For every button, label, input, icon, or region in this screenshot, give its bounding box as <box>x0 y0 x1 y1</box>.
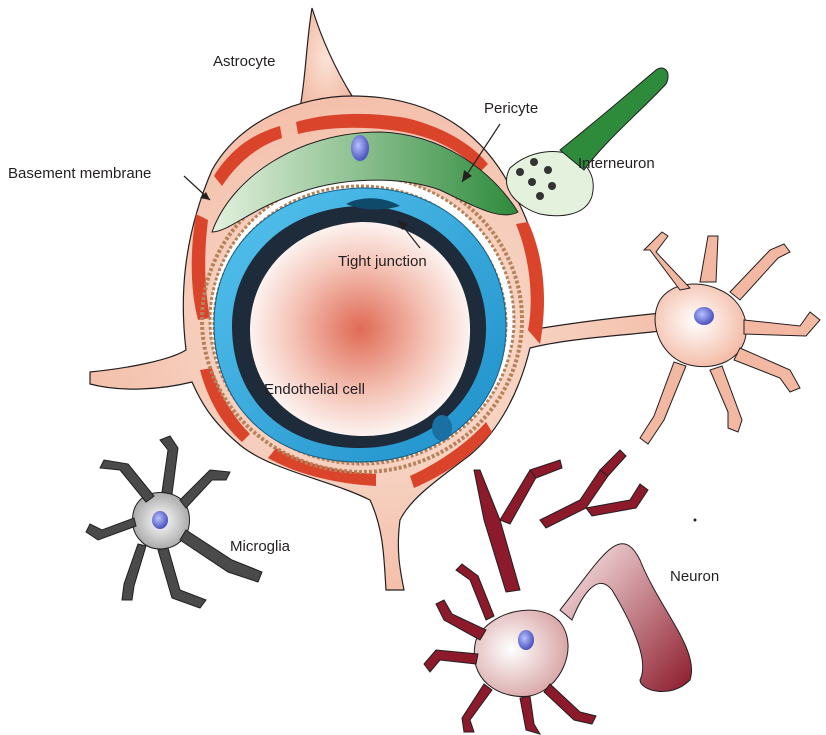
pericyte-nucleus <box>351 135 369 161</box>
label-tight-junction: Tight junction <box>338 253 427 270</box>
label-astrocyte: Astrocyte <box>213 53 276 70</box>
microglia-nucleus <box>152 511 168 529</box>
bottom-neuron-nucleus <box>518 630 534 650</box>
endothelial-nucleus <box>432 415 452 441</box>
label-microglia: Microglia <box>230 538 291 555</box>
right-neuron-nucleus <box>694 307 714 325</box>
microglia <box>86 436 262 608</box>
endothelial-cell <box>214 188 506 462</box>
interneuron <box>507 68 669 216</box>
label-endothelial-cell: Endothelial cell <box>264 381 365 398</box>
label-neuron: Neuron <box>670 568 719 585</box>
label-interneuron: Interneuron <box>578 155 655 172</box>
bottom-neuron <box>424 450 692 734</box>
label-basement-membrane: Basement membrane <box>8 165 151 182</box>
right-neuron <box>640 232 820 444</box>
label-pericyte: Pericyte <box>484 100 538 117</box>
